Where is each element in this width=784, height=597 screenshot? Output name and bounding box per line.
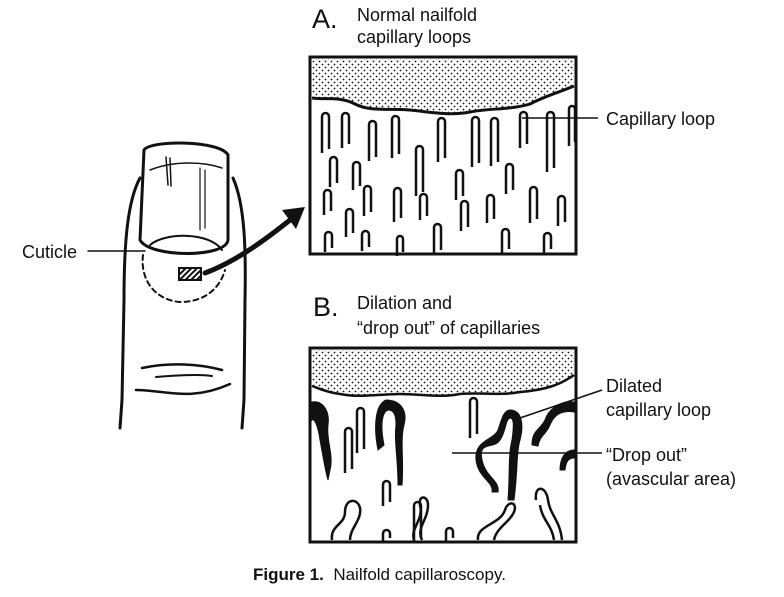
figure-caption-text: Nailfold capillaroscopy. — [333, 565, 506, 584]
capillary-loop — [395, 234, 405, 256]
knuckle-crease-1 — [140, 363, 224, 372]
capillary-loop — [381, 479, 392, 506]
panel-b-skin-border — [311, 373, 575, 398]
panel-b-illustration — [308, 346, 603, 544]
capillary-loop — [390, 114, 401, 158]
panel-b-title-line2: “drop out” of capillaries — [357, 318, 541, 338]
panel-a-skin-border — [311, 84, 575, 116]
panel-a-title-line2: capillary loops — [357, 27, 472, 47]
capillary-loop — [489, 116, 500, 166]
figure-caption: Figure 1. Nailfold capillaroscopy. — [253, 565, 506, 585]
capillary-loop — [381, 528, 392, 542]
hatched-sample-area — [178, 267, 202, 281]
drop-out-label-line1: “Drop out” — [606, 445, 688, 465]
knuckle-crease-2 — [155, 373, 213, 378]
capillary-loop — [470, 115, 481, 167]
panel-a-illustration — [308, 55, 598, 256]
panel-b-title-line1: Dilation and — [357, 293, 453, 313]
panel-b-epidermis-stipple — [312, 350, 574, 396]
capillary-loop — [344, 207, 355, 237]
capillary-loop — [518, 110, 529, 148]
capillary-loop — [542, 231, 553, 253]
capillary-loop — [362, 184, 373, 216]
capillary-loop — [322, 188, 333, 215]
figure-caption-label: Figure 1. — [253, 565, 324, 584]
capillary-loop — [500, 227, 511, 253]
nailfold-dashed-area — [141, 254, 226, 304]
capillary-loop — [444, 526, 455, 542]
dilated-capillary-loops — [311, 399, 575, 501]
capillary-loop — [340, 111, 351, 148]
panel-a-title-line1: Normal nailfold — [357, 5, 478, 25]
capillary-loop — [556, 194, 567, 226]
panel-b-letter: B. — [313, 292, 339, 322]
nail-lunula — [149, 234, 223, 251]
capillary-loop — [355, 406, 366, 453]
nail-plate — [138, 141, 230, 255]
zoom-arrow-head — [282, 207, 305, 229]
panel-a-epidermis-stipple — [312, 59, 574, 114]
tortuous-capillary-loop — [534, 487, 564, 541]
capillary-loop — [432, 222, 443, 254]
panel-a-capillary-loops — [320, 104, 577, 256]
finger-illustration — [87, 141, 305, 430]
finger-outline-left — [118, 176, 142, 430]
zoom-arrow-shaft — [202, 217, 293, 276]
capillary-loop — [323, 230, 334, 252]
capillary-loop — [545, 110, 556, 172]
capillary-loop — [567, 104, 577, 146]
capillary-loop — [418, 192, 429, 220]
capillary-loop — [436, 116, 447, 162]
capillary-loop — [320, 111, 331, 153]
capillary-loop — [528, 185, 539, 223]
capillary-loop — [360, 229, 371, 251]
panel-b-thin-capillary-loops — [330, 396, 564, 542]
nail-ridge-2 — [199, 167, 206, 231]
capillary-loop — [504, 162, 515, 194]
capillary-loop — [351, 160, 362, 190]
panel-a-letter: A. — [312, 4, 338, 34]
tortuous-capillary-loop — [412, 496, 430, 541]
tortuous-capillary-loop — [330, 499, 362, 541]
capillary-loop — [328, 155, 339, 187]
cuticle-label: Cuticle — [22, 242, 78, 262]
nail-edge-line — [149, 162, 223, 171]
capillary-loop — [367, 119, 378, 161]
dilated-loop-label-line2: capillary loop — [606, 400, 712, 420]
knuckle-crease-3 — [134, 382, 232, 396]
tortuous-capillary-loop — [476, 502, 517, 541]
nail-ridge-1 — [165, 156, 172, 187]
capillary-loop — [414, 144, 425, 196]
finger-outline-right — [231, 176, 247, 430]
dilated-loop-leader-line — [519, 389, 603, 419]
capillary-loop — [343, 426, 354, 473]
capillary-loop — [468, 396, 479, 438]
capillary-loop — [392, 186, 403, 222]
capillary-loop — [454, 168, 465, 200]
capillary-loop — [459, 199, 470, 231]
capillary-loop-label: Capillary loop — [606, 109, 716, 129]
drop-out-label-line2: (avascular area) — [606, 469, 737, 489]
capillary-loop — [485, 193, 496, 223]
dilated-loop-label-line1: Dilated — [606, 376, 663, 396]
